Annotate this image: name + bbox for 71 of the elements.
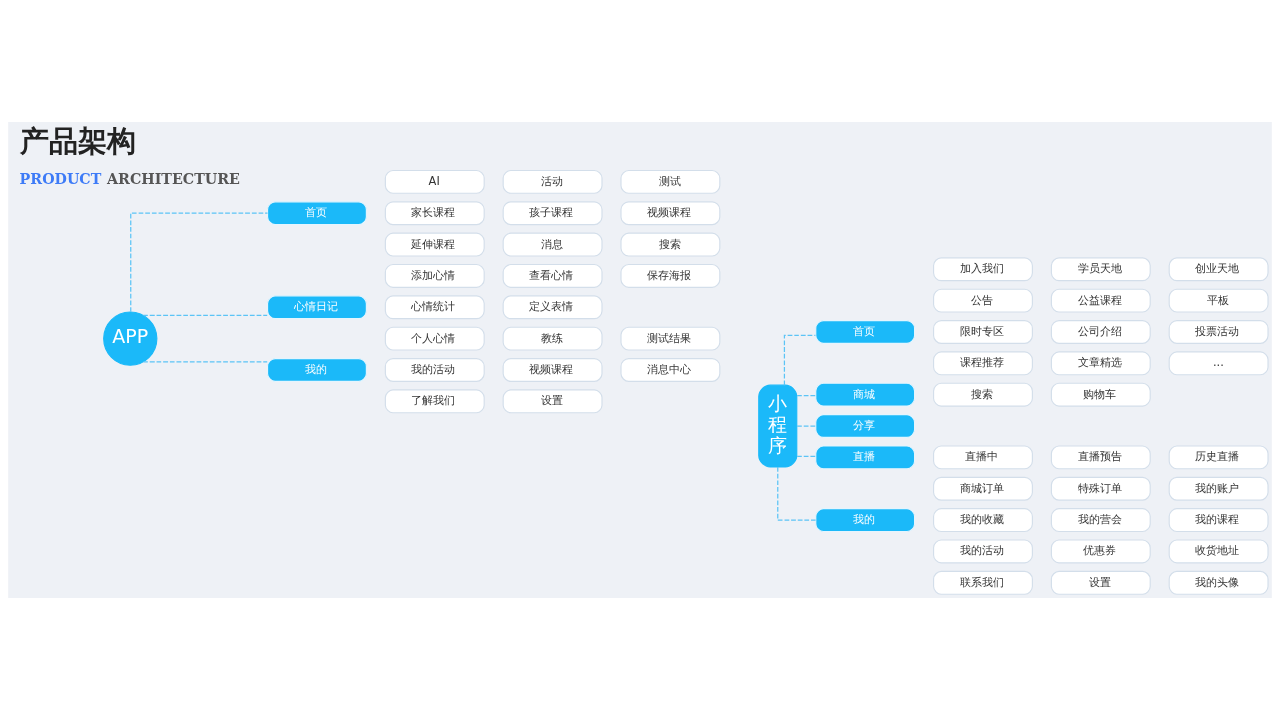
node-box: 直播中	[933, 445, 1033, 470]
node-box: 家长课程	[384, 201, 485, 226]
node-box: 孩子课程	[502, 201, 603, 226]
node-box: 延伸课程	[384, 232, 485, 257]
node-box: 搜索	[620, 232, 721, 257]
node-box: 购物车	[1050, 382, 1151, 407]
node-box: 了解我们	[384, 389, 485, 414]
node-box: 搜索	[933, 382, 1033, 407]
node-box: 消息中心	[620, 358, 721, 382]
node-box: 直播预告	[1050, 445, 1151, 470]
node-box: 我的营会	[1050, 508, 1151, 533]
node-box: 限时专区	[933, 320, 1033, 344]
node-box: ...	[1168, 351, 1269, 376]
node-box: 公司介绍	[1050, 320, 1151, 344]
node-box: 创业天地	[1168, 257, 1269, 282]
node-box: 公告	[933, 288, 1033, 313]
node-box: 我的	[267, 358, 367, 382]
connector	[777, 466, 817, 521]
connector	[142, 361, 268, 363]
node-box: 我的活动	[933, 539, 1033, 564]
node-box: 测试结果	[620, 326, 721, 351]
node-box: 收货地址	[1168, 539, 1269, 564]
node-box: 历史直播	[1168, 445, 1269, 470]
node-box: 分享	[815, 414, 916, 438]
connector	[783, 334, 817, 386]
node-box: 教练	[502, 326, 603, 351]
node-box: 个人心情	[384, 326, 485, 351]
node-box: 定义表情	[502, 295, 603, 320]
node-box: 平板	[1168, 288, 1269, 313]
node-box: 课程推荐	[933, 351, 1033, 376]
node-box: 我的活动	[384, 358, 485, 382]
node-box: 直播	[815, 445, 916, 470]
node-box: 特殊订单	[1050, 476, 1151, 501]
node-box: 设置	[502, 389, 603, 414]
node-box: 商城订单	[933, 476, 1033, 501]
label: PRODUCT ARCHITECTURE	[19, 171, 240, 188]
node-box: 视频课程	[502, 358, 603, 382]
node-box: 优惠券	[1050, 539, 1151, 564]
node-box: 学员天地	[1050, 257, 1151, 282]
node-box: 心情日记	[267, 295, 367, 320]
node-box: 我的课程	[1168, 508, 1269, 533]
connector	[142, 314, 268, 316]
node-box: 文章精选	[1050, 351, 1151, 376]
node-box: 查看心情	[502, 263, 603, 288]
node-box: 我的头像	[1168, 570, 1269, 595]
node-box: 商城	[815, 382, 916, 407]
node-box: 加入我们	[933, 257, 1033, 282]
node-box: 视频课程	[620, 201, 721, 226]
connector	[796, 425, 817, 427]
node-box: 我的账户	[1168, 476, 1269, 501]
node-box: 测试	[620, 169, 721, 194]
diagram-title: 产品架构	[19, 125, 136, 159]
node-box: 联系我们	[933, 570, 1033, 595]
node-box: 我的收藏	[933, 508, 1033, 533]
node-box: 我的	[815, 508, 916, 533]
node-box: 设置	[1050, 570, 1151, 595]
node-box: 公益课程	[1050, 288, 1151, 313]
node-box: 投票活动	[1168, 320, 1269, 344]
node-circle: APP	[103, 311, 158, 366]
connector	[796, 395, 817, 397]
node-box: AI	[384, 169, 485, 194]
node-box: 保存海报	[620, 263, 721, 288]
node-box: 首页	[267, 201, 367, 226]
connector	[130, 212, 269, 313]
node-box: 小程序	[758, 384, 798, 468]
node-box: 添加心情	[384, 263, 485, 288]
connector	[796, 455, 817, 458]
node-box: 心情统计	[384, 295, 485, 320]
node-box: 活动	[502, 169, 603, 194]
node-box: 消息	[502, 232, 603, 257]
node-box: 首页	[815, 320, 916, 344]
